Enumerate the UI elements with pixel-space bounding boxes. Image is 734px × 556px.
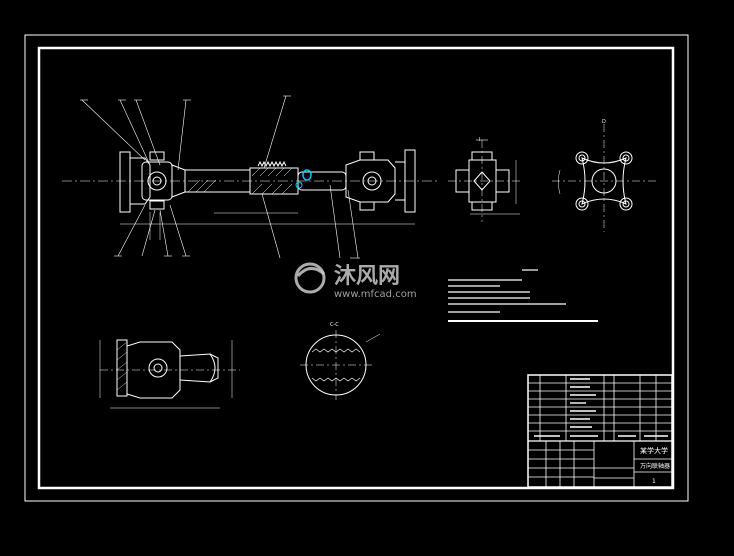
cyan-detail-marker-2 (295, 181, 303, 189)
main-assembly-view (62, 95, 440, 259)
watermark-logo (294, 262, 326, 294)
outer-frame (24, 34, 689, 502)
flange-end-view (552, 124, 656, 232)
watermark-url: www.mfcad.com (334, 289, 417, 300)
drawing-name: 万向联轴器 (640, 462, 670, 470)
school-name: 某学大学 (640, 446, 668, 455)
title-block-fill (534, 378, 668, 437)
detail-view-lower (99, 339, 240, 409)
top-view-label: I (479, 137, 480, 143)
cyan-detail-marker (302, 169, 312, 181)
technical-notes (448, 269, 598, 322)
inner-frame (37, 46, 675, 490)
section-cc-view (300, 330, 381, 400)
watermark-brand: 沐风网 (334, 264, 400, 289)
sheet-number: 1 (652, 478, 656, 485)
left-view-label: D (602, 119, 606, 125)
watermark: 沐风网 www.mfcad.com (294, 262, 417, 300)
side-view (448, 139, 520, 222)
section-cc-label: C-C (330, 322, 339, 328)
title-block (527, 374, 673, 488)
